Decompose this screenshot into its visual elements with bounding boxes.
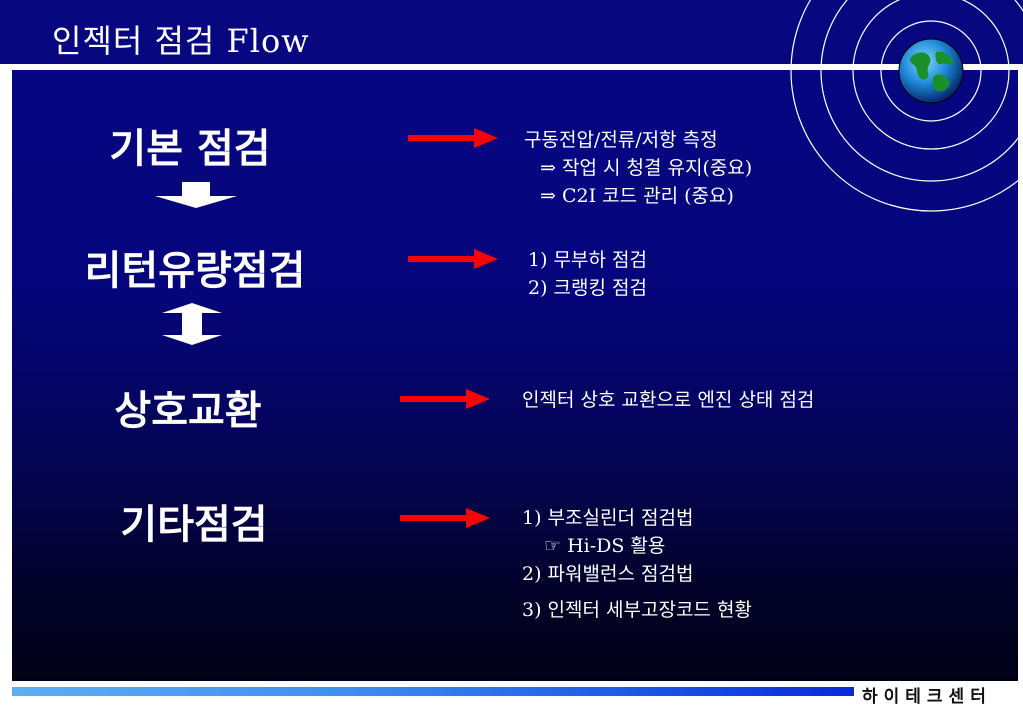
desc-line: ☞ Hi-DS 활용 — [544, 535, 666, 557]
slide-title: 인젝터 점검 Flow — [52, 22, 310, 60]
rings-decoration — [790, 0, 1023, 212]
stage-basic-check: 기본 점검 — [109, 125, 271, 172]
header-divider — [0, 64, 1023, 70]
basic-check-desc: 구동전압/전류/저항 측정 ⇒ 작업 시 청결 유지(중요) ⇒ C2I 코드 … — [524, 126, 752, 210]
footer-bar — [12, 687, 854, 696]
desc-line: ⇒ 작업 시 청결 유지(중요) — [540, 157, 753, 179]
content-panel — [12, 70, 1018, 681]
desc-line: 1) 무부하 점검 — [528, 249, 647, 271]
return-flow-desc: 1) 무부하 점검 2) 크랭킹 점검 — [528, 246, 647, 302]
desc-line: 1) 부조실린더 점검법 — [522, 507, 694, 529]
footer-label: 하이테크센터 — [862, 687, 992, 707]
slide-header — [0, 0, 1023, 66]
globe-icon — [898, 38, 964, 104]
stage-other-check: 기타점검 — [120, 501, 268, 548]
down-arrow-icon — [155, 182, 237, 208]
stage-return-flow-check: 리턴유량점검 — [84, 247, 306, 294]
right-arrow-icon — [400, 389, 490, 409]
right-arrow-icon — [400, 508, 490, 528]
desc-line: ⇒ C2I 코드 관리 (중요) — [540, 185, 734, 207]
swap-desc: 인젝터 상호 교환으로 엔진 상태 점검 — [522, 386, 814, 414]
desc-line: 2) 크랭킹 점검 — [528, 277, 647, 299]
desc-line: 구동전압/전류/저항 측정 — [524, 129, 718, 151]
right-arrow-icon — [408, 128, 498, 148]
stage-swap: 상호교환 — [114, 387, 262, 434]
desc-line: 인젝터 상호 교환으로 엔진 상태 점검 — [522, 389, 815, 411]
other-check-desc: 1) 부조실린더 점검법 ☞ Hi-DS 활용 2) 파워밸런스 점검법 3) … — [522, 504, 752, 624]
desc-line: 3) 인젝터 세부고장코드 현황 — [522, 599, 752, 621]
desc-line: 2) 파워밸런스 점검법 — [522, 563, 694, 585]
double-arrow-icon — [162, 303, 222, 345]
right-arrow-icon — [408, 249, 498, 269]
